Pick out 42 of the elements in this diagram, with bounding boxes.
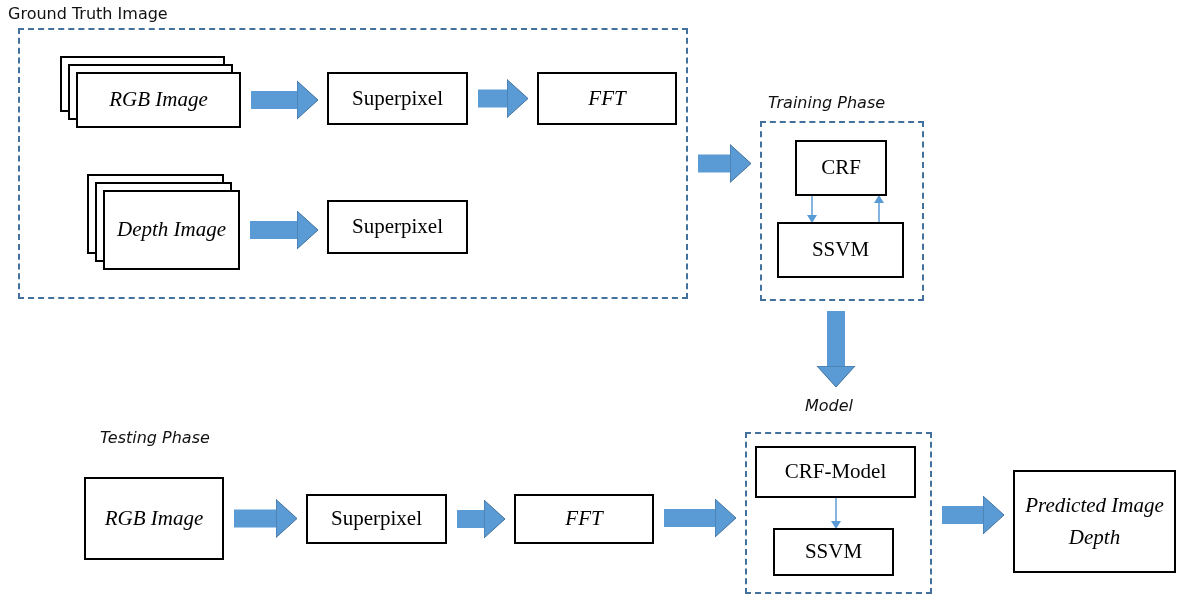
box-label: Predicted Image Depth: [1024, 492, 1165, 551]
block-arrow: [457, 499, 506, 539]
box-label: Superpixel: [331, 505, 422, 533]
process-box: [537, 72, 677, 125]
box-label: CRF-Model: [784, 458, 887, 486]
process-box: [755, 446, 916, 498]
box-label: RGB Image: [109, 86, 208, 114]
block-arrow: [234, 499, 298, 538]
process-box: [1013, 470, 1176, 573]
box-label: FFT: [588, 84, 626, 112]
image-stack: [87, 174, 240, 270]
box-label: RGB Image: [104, 504, 204, 532]
arrow: [874, 195, 884, 223]
block-arrow: [942, 495, 1005, 535]
group-heading: Training Phase: [768, 93, 886, 112]
process-box: [327, 72, 468, 125]
block-arrow: [478, 79, 529, 118]
block-arrow: [664, 498, 737, 538]
process-box: [795, 140, 887, 196]
box-label: Superpixel: [352, 84, 443, 112]
box-label: FFT: [565, 505, 603, 533]
process-box: [777, 222, 904, 278]
process-box: [327, 200, 468, 254]
box-label: SSVM: [811, 236, 870, 264]
process-box: [514, 494, 654, 544]
box-label: Depth Image: [116, 216, 227, 244]
group-heading: Model: [805, 396, 854, 415]
block-arrow: [250, 210, 319, 250]
block-arrow: [816, 311, 856, 388]
block-arrow: [251, 80, 319, 120]
box-label: CRF: [821, 154, 861, 182]
box-label: SSVM: [804, 538, 863, 566]
process-box: [306, 494, 447, 544]
process-box: [84, 477, 224, 560]
arrow: [831, 497, 841, 529]
arrow: [807, 195, 817, 223]
group-heading: Ground Truth Image: [8, 4, 168, 23]
box-label: Superpixel: [352, 213, 443, 241]
phase-label: Testing Phase: [100, 428, 210, 447]
image-stack: [60, 56, 241, 128]
process-box: [773, 528, 894, 576]
block-arrow: [698, 144, 752, 183]
